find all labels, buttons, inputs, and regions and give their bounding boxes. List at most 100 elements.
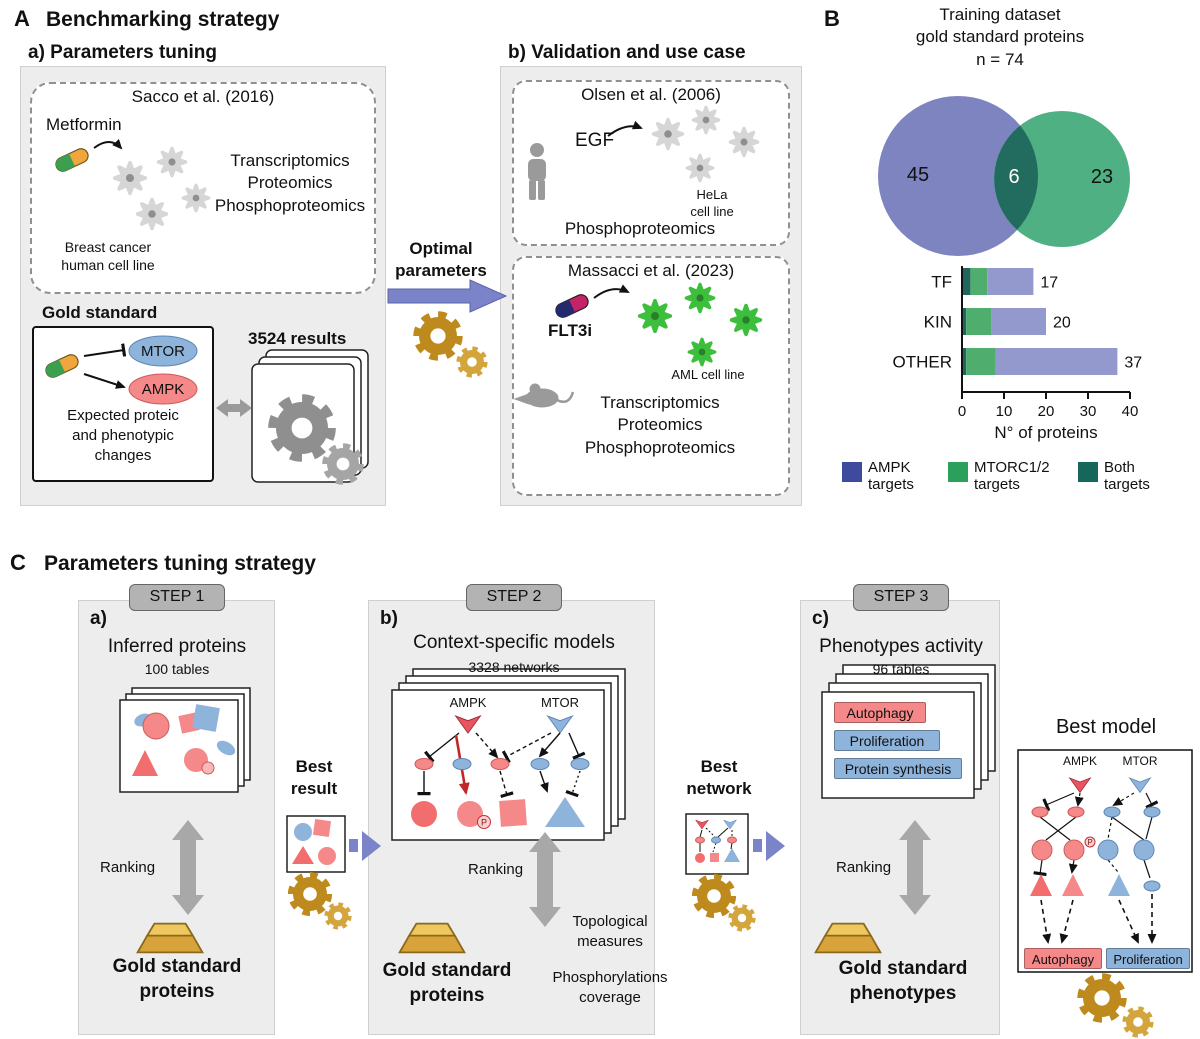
aml-cell-line: AML cell line [671, 367, 745, 382]
step1-title: Inferred proteins [107, 636, 247, 657]
x-tick-label: 40 [1122, 403, 1139, 420]
gold-gear-icon [292, 876, 328, 912]
sacco-box [30, 82, 376, 294]
step1-gold-label: Gold standard proteins [112, 956, 242, 1003]
step1-subtitle: 100 tables [144, 661, 210, 677]
flow-arrow-head [766, 831, 785, 861]
results-pages-icon [251, 349, 369, 482]
venn-mtorc-count: 23 [1090, 166, 1114, 188]
legend-swatch-both [1078, 462, 1098, 482]
best-model-edges [1033, 792, 1159, 879]
gold-gear-icon [1125, 1009, 1150, 1034]
hela-cell-icon [728, 126, 760, 158]
best-model-ampk-label: AMPK [1062, 754, 1098, 768]
metformin-pill-icon [43, 351, 81, 381]
optimal-parameters-arrow [387, 279, 508, 313]
results-count: 3524 results [248, 329, 347, 348]
gold-standard-caption: Expected proteic and phenotypic changes [67, 407, 179, 464]
gold-gear-icon [1082, 978, 1122, 1018]
topological-measures-label: Topological measures [572, 913, 648, 950]
gold-ingot-icon [814, 922, 882, 954]
x-tick-label: 10 [996, 403, 1013, 420]
compare-double-arrow [216, 399, 252, 417]
step2-letter: b) [380, 608, 398, 629]
ranking-double-arrow [172, 820, 204, 915]
phenotype-arrows [1040, 894, 1157, 944]
gold-gear-icon [731, 907, 753, 929]
aml-cell-icon [687, 337, 717, 367]
validation-heading: b) Validation and use case [508, 42, 746, 63]
activation-edge [83, 373, 126, 389]
treatment-arrow [93, 139, 123, 150]
bar-total-label: 37 [1124, 355, 1142, 372]
sacco-illustration [53, 139, 211, 231]
step3-ranking-label: Ranking [836, 859, 892, 876]
metformin-label: Metformin [46, 115, 122, 134]
flow-arrow-head [362, 831, 381, 861]
bar-category-label: OTHER [893, 353, 953, 372]
legend-swatch-ampk [842, 462, 862, 482]
best-result-card [286, 815, 346, 873]
bar-segment [962, 348, 967, 375]
gold-ingot-icon [136, 922, 204, 954]
tuning-heading: a) Parameters tuning [28, 42, 217, 63]
best-network-label: Best network [686, 757, 752, 799]
step2-ranking-label: Ranking [468, 861, 524, 878]
bar-category-label: KIN [924, 313, 952, 332]
legend-label-both: Both targets [1104, 459, 1150, 494]
venn-overlap [994, 125, 1038, 230]
step2-mtor-label: MTOR [540, 695, 580, 710]
step1-letter: a) [90, 608, 107, 629]
best-result-label: Best result [290, 757, 338, 799]
human-icon [528, 143, 546, 200]
panel-c-title: Parameters tuning strategy [44, 552, 316, 575]
bar-segment [962, 308, 967, 335]
gold-ingot-icon [398, 922, 466, 954]
egf-label: EGF [575, 130, 615, 151]
gold-standard-heading: Gold standard [42, 303, 158, 322]
flow-arrow-dash [753, 839, 762, 852]
phosphorylations-coverage-label: Phosphorylations coverage [552, 969, 668, 1006]
aml-cell-icon [637, 298, 673, 334]
ampk-label: AMPK [141, 381, 185, 398]
mtor-label: MTOR [141, 343, 185, 360]
hela-cell-icon [651, 117, 685, 151]
step1-badge: STEP 1 [129, 584, 225, 611]
panel-c-label: C [10, 550, 26, 575]
step3-title: Phenotypes activity [819, 636, 983, 657]
olsen-title: Olsen et al. (2006) [581, 85, 721, 104]
gold-standard-illustration [43, 335, 198, 405]
bar-segment [966, 348, 996, 375]
bar-segment [995, 348, 1118, 375]
x-tick-label: 20 [1038, 403, 1055, 420]
x-axis-title: N° of proteins [994, 423, 1097, 442]
stimulus-arrow [607, 120, 643, 137]
flow-arrow-dash [349, 839, 358, 852]
phospho-label: P [1087, 838, 1092, 847]
massacci-omics: Transcriptomics Proteomics Phosphoproteo… [584, 393, 736, 457]
legend-label-mtorc: MTORC1/2 targets [974, 459, 1050, 494]
massacci-title: Massacci et al. (2023) [567, 261, 735, 280]
bar-segment [987, 268, 1034, 295]
best-network-card [685, 813, 749, 875]
gold-gear-icon [418, 316, 458, 356]
step2-gold-label: Gold standard proteins [382, 960, 512, 1007]
metformin-pill-icon [53, 145, 91, 175]
gold-gear-icon [696, 878, 732, 914]
x-tick-label: 30 [1080, 403, 1097, 420]
best-model-diagram: P [1017, 749, 1193, 973]
bar-category-label: TF [931, 273, 952, 292]
inhibition-edge [83, 343, 127, 357]
panel-b-title: Training dataset gold standard proteins … [915, 5, 1085, 69]
bar-segment [966, 308, 992, 335]
sacco-cell-line: Breast cancer human cell line [61, 239, 155, 274]
legend-swatch-mtorc [948, 462, 968, 482]
olsen-illustration [528, 105, 760, 200]
step3-badge: STEP 3 [853, 584, 949, 611]
bar-segment [970, 268, 988, 295]
phenotype-proliferation: Proliferation [834, 730, 940, 751]
gold-gear-icon [327, 905, 349, 927]
best-model-mtor-label: MTOR [1122, 754, 1158, 768]
hela-cell-line: HeLa cell line [690, 187, 734, 220]
